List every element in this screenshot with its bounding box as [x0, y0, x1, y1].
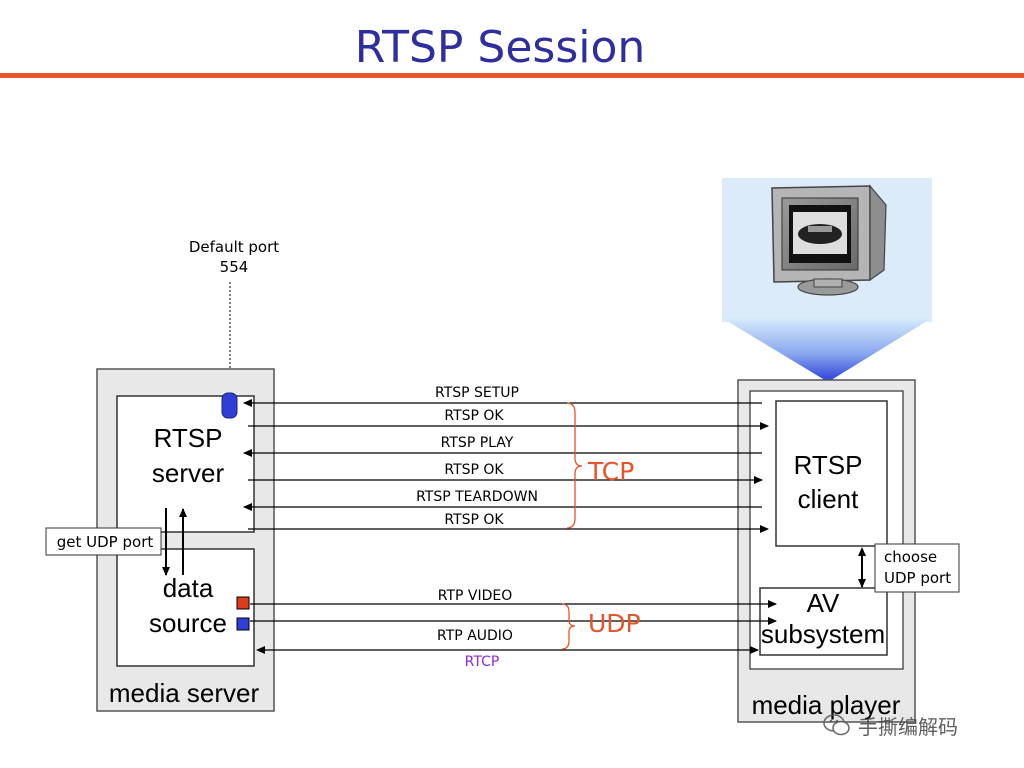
default-port-number: 554 [220, 258, 249, 276]
msg-rtsp-teardown: RTSP TEARDOWN [416, 489, 538, 505]
msg-rtsp-play: RTSP PLAY [441, 435, 514, 451]
tcp-brace [566, 402, 583, 529]
udp-brace [561, 603, 576, 650]
get-udp-port-text: get UDP port [57, 533, 154, 551]
media-player-label: media player [752, 690, 901, 720]
av-subsystem-box [759, 587, 888, 656]
av-subsystem-label-line2: subsystem [761, 619, 885, 649]
tcp-label: TCP [587, 457, 634, 486]
msg-rtp-video: RTP VIDEO [438, 588, 513, 604]
media-server-label: media server [109, 678, 260, 708]
title-underline [0, 73, 1024, 78]
rtp-video-port-icon [236, 596, 250, 610]
data-source-label-line2: source [149, 608, 227, 638]
computer-monitor-icon [771, 184, 887, 296]
client-beam [722, 318, 932, 382]
rtsp-port-icon [221, 392, 238, 419]
data-source-box [116, 548, 255, 667]
watermark-text: 手撕编解码 [858, 714, 958, 739]
msg-rtcp: RTCP [465, 654, 500, 670]
msg-rtsp-ok-3: RTSP OK [444, 512, 504, 528]
watermark: 手撕编解码 [822, 708, 1002, 742]
rtp-audio-port-icon [236, 617, 250, 631]
msg-rtsp-ok-2: RTSP OK [444, 462, 504, 478]
default-port-label: Default port [189, 238, 279, 256]
av-subsystem-label-line1: AV [807, 588, 840, 618]
get-udp-port-callout [45, 527, 162, 556]
rtsp-server-label-line1: RTSP [154, 423, 223, 453]
choose-udp-port-line2: UDP port [884, 569, 951, 587]
rtsp-client-label-line2: client [798, 484, 859, 514]
udp-label: UDP [588, 609, 641, 638]
choose-udp-port-line1: choose [884, 548, 937, 566]
msg-rtsp-ok-1: RTSP OK [444, 408, 504, 424]
wechat-icon [823, 714, 850, 736]
data-source-label-line1: data [163, 573, 214, 603]
page-title: RTSP Session [354, 22, 646, 73]
msg-rtp-audio: RTP AUDIO [437, 628, 513, 644]
msg-rtsp-setup: RTSP SETUP [435, 385, 519, 401]
rtsp-client-label-line1: RTSP [794, 450, 863, 480]
rtsp-server-label-line2: server [152, 458, 225, 488]
choose-udp-port-callout [874, 543, 960, 593]
rtsp-client-box [775, 400, 888, 547]
